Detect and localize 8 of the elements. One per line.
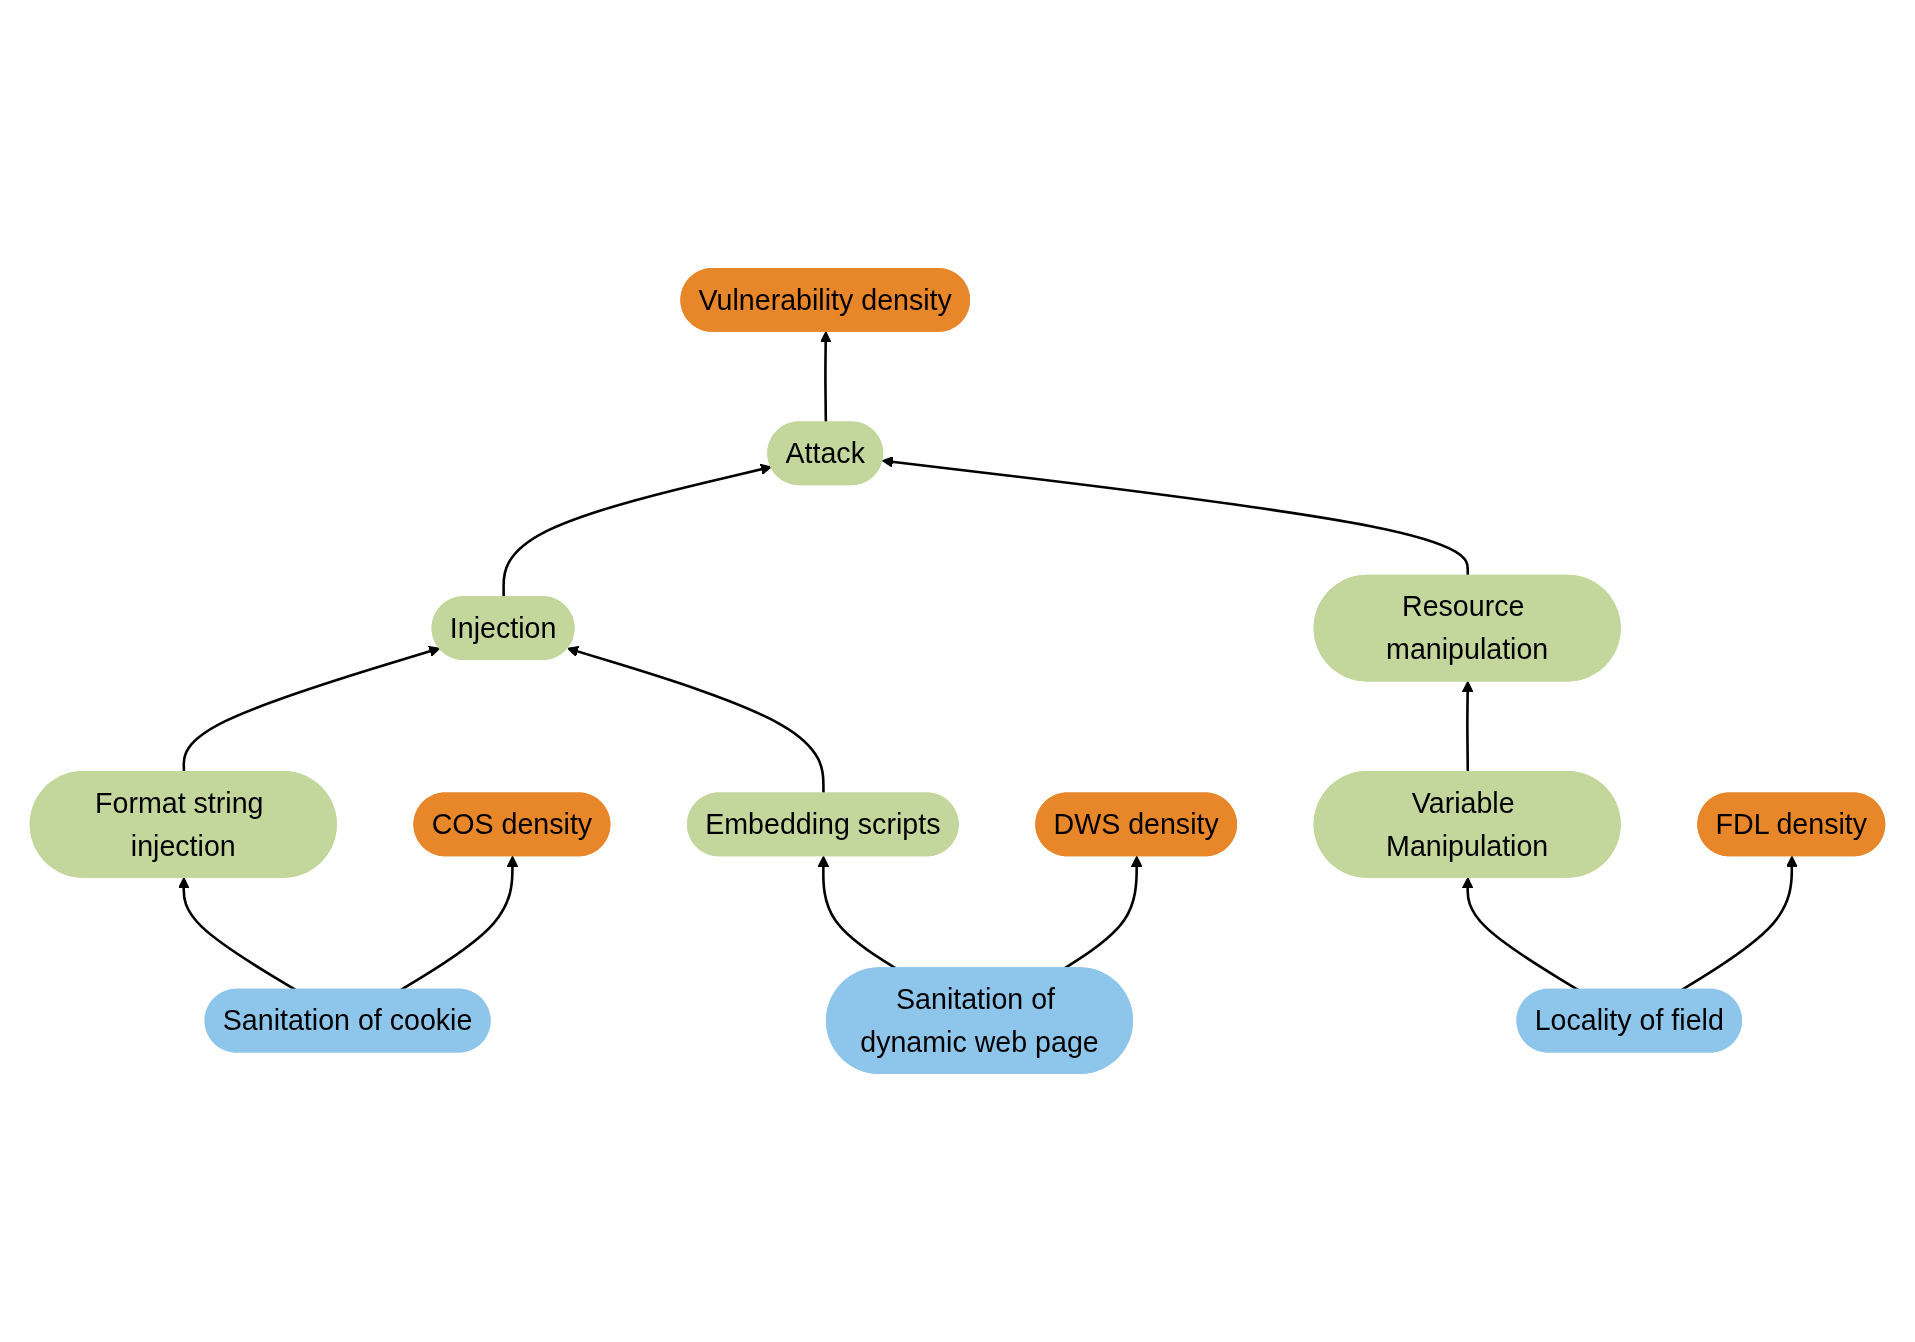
arrow	[820, 331, 832, 423]
arrow	[1063, 855, 1143, 970]
arrow	[502, 463, 772, 598]
arrow	[881, 456, 1470, 577]
arrow	[817, 855, 897, 970]
arrow	[567, 645, 825, 794]
arrow	[182, 645, 441, 773]
arrow	[1461, 680, 1474, 773]
